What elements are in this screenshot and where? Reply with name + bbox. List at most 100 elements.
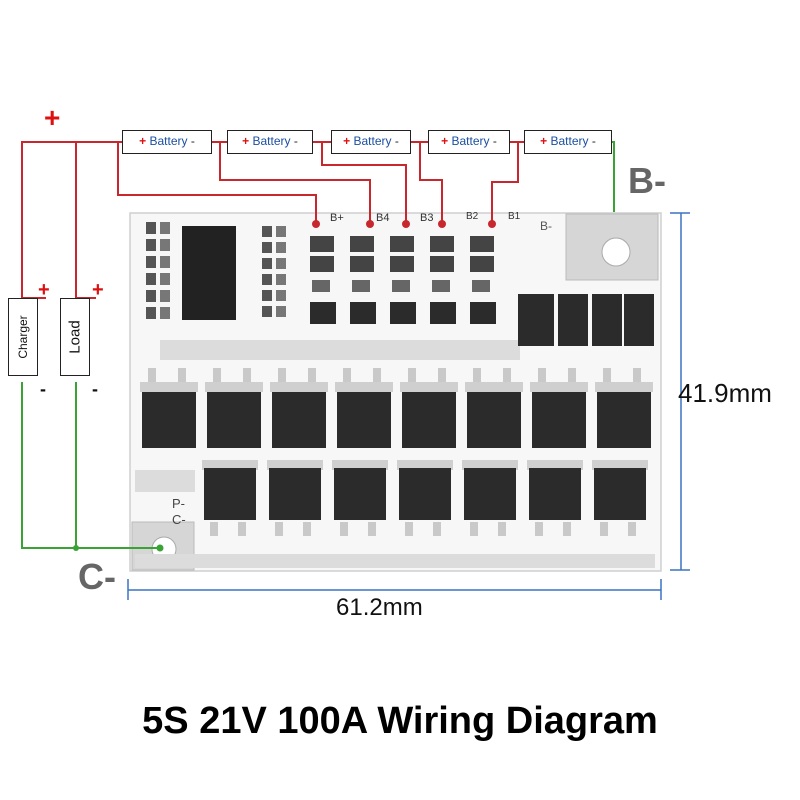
smd-resistor — [262, 242, 272, 253]
battery-minus-sign: - — [492, 134, 497, 148]
balance-transistor — [432, 280, 450, 292]
mosfet-leg — [340, 522, 348, 536]
mosfet-upper — [337, 392, 391, 448]
mosfet-tab — [527, 460, 583, 470]
pad-label-p-minus: P- — [172, 496, 185, 511]
mosfet-leg — [275, 522, 283, 536]
mosfet-lower — [399, 468, 451, 520]
smd-resistor — [146, 222, 156, 234]
height-dimension-line — [670, 212, 690, 571]
b-minus-wire — [611, 141, 615, 212]
mosfet-leg — [433, 522, 441, 536]
power-resistor — [558, 294, 588, 346]
mosfet-leg — [628, 522, 636, 536]
mosfet-leg — [633, 368, 641, 382]
smd-capacitor — [160, 290, 170, 302]
mosfet-tab — [397, 460, 453, 470]
mosfet-leg — [438, 368, 446, 382]
mosfet-leg — [473, 368, 481, 382]
battery-label: Battery — [353, 134, 392, 148]
mosfet-leg — [503, 368, 511, 382]
battery-plus-sign: + — [242, 134, 250, 148]
mosfet-lower — [269, 468, 321, 520]
balance-resistor — [390, 236, 414, 252]
mosfet-tab — [530, 382, 588, 392]
mosfet-tab — [205, 382, 263, 392]
power-resistor — [592, 294, 622, 346]
mosfet-array — [140, 368, 653, 536]
mosfet-leg — [563, 522, 571, 536]
smd-resistor — [262, 226, 272, 237]
balance-resistor — [350, 256, 374, 272]
mosfet-tab — [462, 460, 518, 470]
mosfet-tab — [400, 382, 458, 392]
diagram-title: 5S 21V 100A Wiring Diagram — [142, 700, 658, 742]
mosfet-tab — [267, 460, 323, 470]
charger-label: Charger — [16, 315, 30, 359]
power-resistor — [518, 294, 554, 346]
c-minus-terminal-label: C- — [78, 556, 116, 597]
width-dimension-line — [127, 579, 662, 600]
battery-label: Battery — [149, 134, 188, 148]
smd-capacitor — [276, 290, 286, 301]
balance-transistor — [352, 280, 370, 292]
smd-capacitor — [276, 306, 286, 317]
smd-resistor — [262, 274, 272, 285]
balance-transistor — [392, 280, 410, 292]
mosfet-lower — [464, 468, 516, 520]
balance-mosfet — [470, 302, 496, 324]
mosfet-tab — [270, 382, 328, 392]
smd-capacitor — [276, 226, 286, 237]
balance-wires — [117, 142, 519, 224]
main-plus-sign: + — [44, 102, 61, 133]
mosfet-lower — [204, 468, 256, 520]
b-minus-terminal-label: B- — [628, 160, 666, 201]
mosfet-tab — [332, 460, 388, 470]
battery-module-1: + Battery - — [122, 130, 212, 154]
smd-capacitor — [160, 256, 170, 268]
charger-box: Charger — [8, 298, 38, 376]
smd-capacitor — [160, 307, 170, 319]
smd-capacitor — [276, 258, 286, 269]
balance-resistor — [310, 236, 334, 252]
pad-label-b4: B4 — [376, 212, 390, 224]
battery-module-5: + Battery - — [524, 130, 612, 154]
charger-minus-sign: - — [40, 379, 46, 399]
mosfet-leg — [405, 522, 413, 536]
balance-mosfet — [390, 302, 416, 324]
mosfet-leg — [470, 522, 478, 536]
mosfet-leg — [603, 368, 611, 382]
mosfet-leg — [303, 522, 311, 536]
smd-resistor — [146, 290, 156, 302]
mosfet-leg — [538, 368, 546, 382]
mosfet-leg — [178, 368, 186, 382]
smd-capacitor — [160, 273, 170, 285]
mosfet-upper — [402, 392, 456, 448]
battery-plus-sign: + — [441, 134, 449, 148]
load-label: Load — [66, 320, 84, 354]
balance-mosfet — [310, 302, 336, 324]
battery-module-3: + Battery - — [331, 130, 411, 154]
mosfet-lower — [594, 468, 646, 520]
mosfet-leg — [343, 368, 351, 382]
smd-capacitor — [160, 239, 170, 251]
mosfet-leg — [600, 522, 608, 536]
battery-label: Battery — [252, 134, 291, 148]
pad-label-b1: B1 — [508, 211, 521, 222]
b-minus-mount-hole — [601, 237, 631, 267]
mosfet-leg — [308, 368, 316, 382]
mosfet-leg — [238, 522, 246, 536]
mosfet-leg — [408, 368, 416, 382]
smd-resistor — [146, 273, 156, 285]
balance-resistor — [430, 236, 454, 252]
mosfet-tab — [140, 382, 198, 392]
battery-label: Battery — [550, 134, 589, 148]
load-plus-sign: + — [92, 279, 104, 301]
battery-minus-sign: - — [293, 134, 298, 148]
balance-resistor — [350, 236, 374, 252]
mosfet-leg — [535, 522, 543, 536]
smd-capacitor — [276, 242, 286, 253]
power-resistor — [624, 294, 654, 346]
